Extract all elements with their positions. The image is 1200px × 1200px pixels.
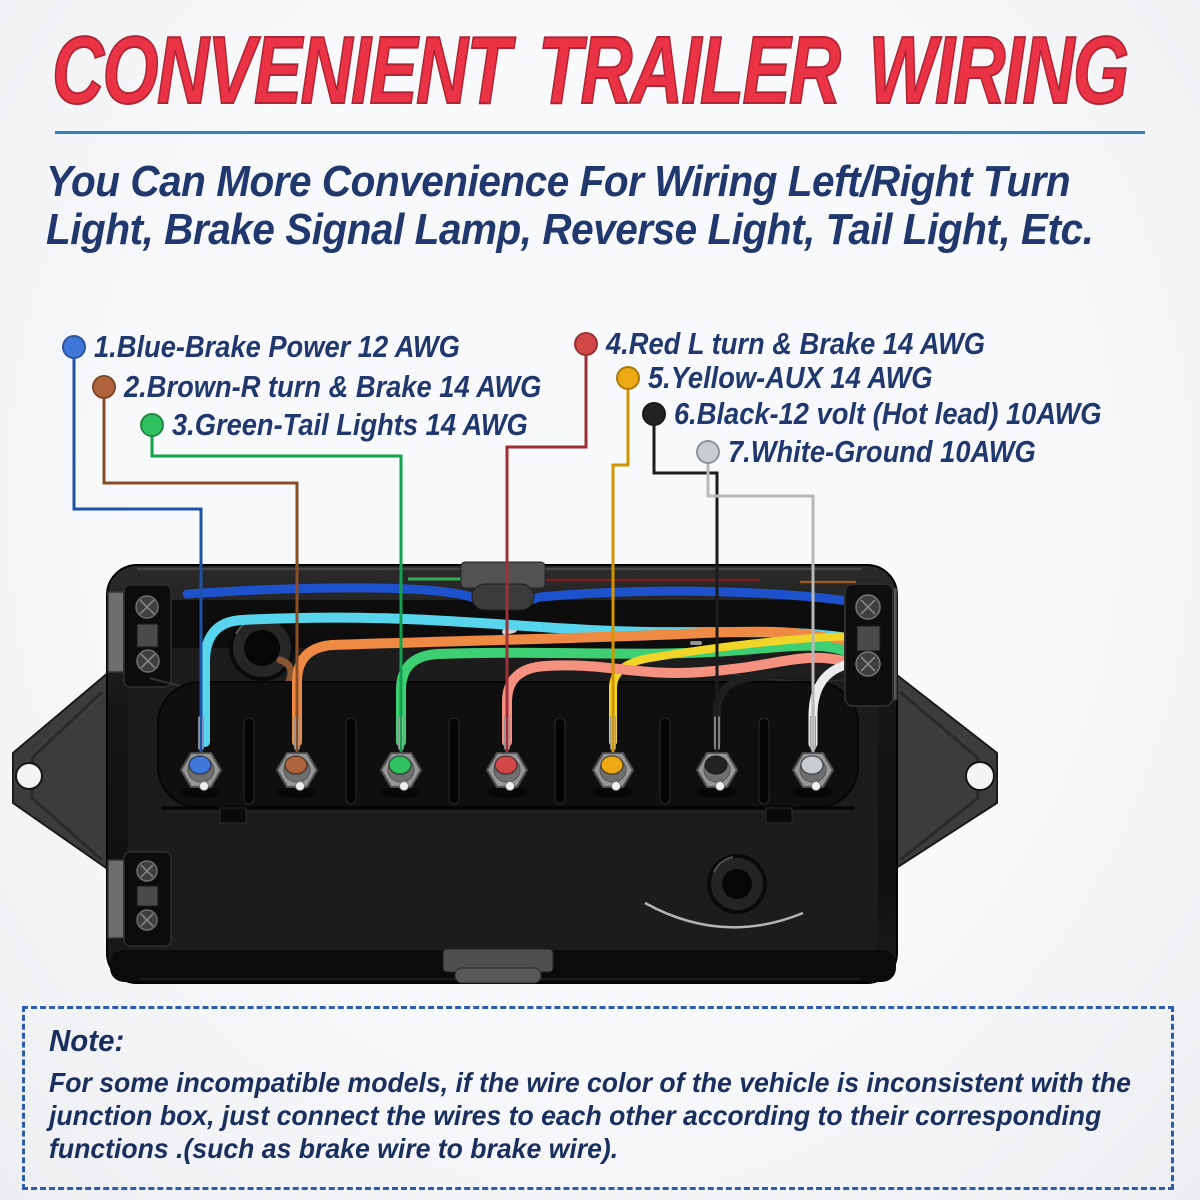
yellow-wire-dot-icon [616,366,640,390]
legend-item-red: 4.Red L turn & Brake 14 AWG [574,326,1037,362]
green-wire-dot-icon [140,413,164,437]
legend-item-blue: 1.Blue-Brake Power 12 AWG [62,329,510,365]
lid-clip-top [460,561,546,611]
black-wire-dot-icon [642,402,666,426]
note-line-3: functions .(such as brake wire to brake … [49,1133,619,1164]
blue-wire-dot-icon [62,335,86,359]
legend-label: 1.Blue-Brake Power 12 AWG [94,329,460,364]
left-mounting-flange [12,669,110,872]
legend-item-black: 6.Black-12 volt (Hot lead) 10AWG [642,396,1160,432]
lid-clip-bottom [442,948,554,984]
note-line-1: For some incompatible models, if the wir… [49,1067,1131,1098]
cable-gland-bottom-right [644,854,804,929]
lid-wire-glimpses [408,577,856,584]
subtitle-line-2: Light, Brake Signal Lamp, Reverse Light,… [46,205,1094,254]
leader-line-black [652,420,719,756]
legend-label: 2.Brown-R turn & Brake 14 AWG [124,369,542,404]
note-line-2: junction box, just connect the wires to … [49,1100,1102,1131]
mounting-hole-right [965,761,995,791]
red-wire-dot-icon [574,332,598,356]
legend-label: 6.Black-12 volt (Hot lead) 10AWG [674,396,1102,431]
legend-label: 4.Red L turn & Brake 14 AWG [606,326,985,361]
leader-line-yellow [611,384,630,756]
terminal-white [791,752,835,798]
terminals [179,752,835,798]
subtitle-line-1: You Can More Convenience For Wiring Left… [46,157,1071,206]
legend-label: 3.Green-Tail Lights 14 AWG [172,407,528,442]
legend-item-brown: 2.Brown-R turn & Brake 14 AWG [92,369,598,405]
page-title: CONVENIENT TRAILER WIRING [51,16,1129,125]
brown-wire-dot-icon [92,375,116,399]
white-wire-dot-icon [696,440,720,464]
right-terminal-strip [844,583,898,707]
page-subtitle: You Can More Convenience For Wiring Left… [46,157,1094,254]
legend-label: 5.Yellow-AUX 14 AWG [648,360,933,395]
leader-line-blue [72,353,203,756]
title-divider-line [55,131,1145,134]
latch-tab [219,807,247,824]
mounting-hole-left [15,762,43,790]
wire-orange [292,626,866,747]
terminal-green [379,752,423,798]
legend-item-yellow: 5.Yellow-AUX 14 AWG [616,360,971,396]
note-box: Note: For some incompatible models, if t… [22,1006,1174,1190]
cable-gland-top-left [229,615,295,692]
note-heading: Note: [49,1023,125,1058]
terminal-black [695,752,739,798]
hinge-top-left [107,584,172,688]
latch-tab [765,807,793,824]
wire-yellow [609,632,858,746]
hinge-bottom-left [107,851,172,947]
leader-line-white [706,458,815,756]
leader-line-brown [102,393,299,756]
legend-item-green: 3.Green-Tail Lights 14 AWG [140,407,576,443]
terminal-red [485,752,529,798]
leader-line-red [505,350,588,756]
legend-label: 7.White-Ground 10AWG [728,434,1036,469]
terminal-yellow [591,752,635,798]
terminal-blue [179,752,223,798]
right-mounting-flange [892,669,998,872]
wire-pink [502,652,867,747]
terminal-brown [275,752,319,798]
leader-line-green [150,431,403,756]
legend-item-white: 7.White-Ground 10AWG [696,434,1078,470]
